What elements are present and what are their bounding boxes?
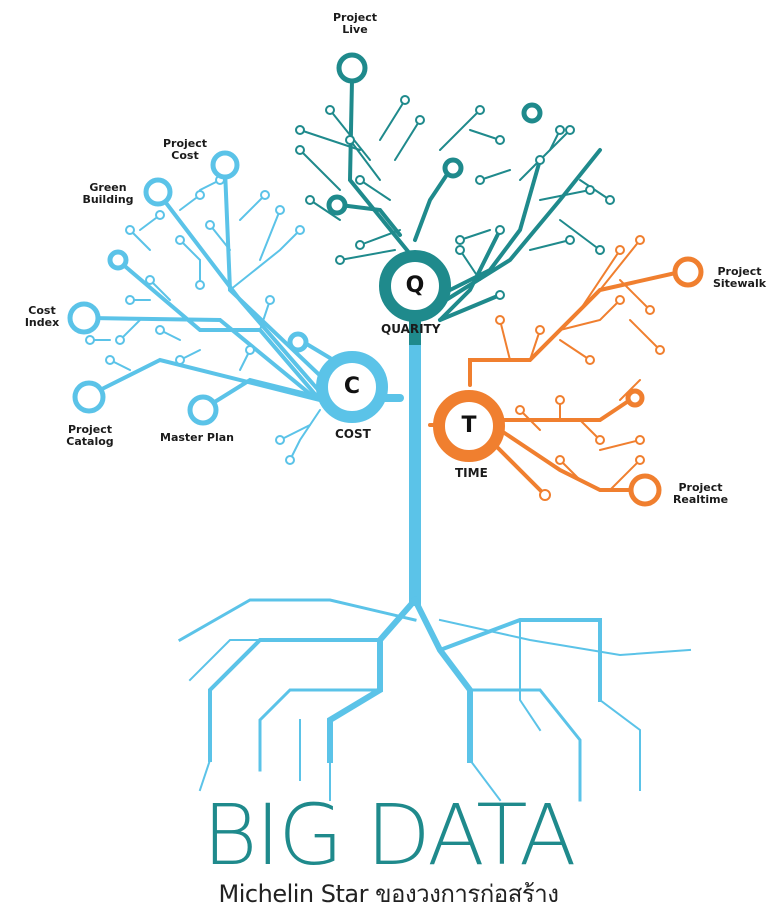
quality-node-ring [379,250,451,322]
cost-node-ring [316,351,388,423]
label-project-cost: Project Cost [162,137,208,162]
label-master-plan: Master Plan [160,431,234,444]
cost-branches [88,168,404,461]
cost-leaf-nodes [67,150,309,426]
time-node-name: TIME [455,466,488,480]
quality-leaf-nodes [326,52,543,216]
cost-twigs [85,175,305,465]
title: BIG DATA [202,786,577,884]
cost-node-letter: C [343,374,361,399]
subtitle: Michelin Star ของวงการก่อสร้าง [218,880,559,908]
cost-node-name: COST [335,427,371,441]
time-leaf-nodes [625,256,704,507]
label-green-building: Green Building [82,181,134,206]
quality-node-name: QUARITY [381,322,441,336]
roots [177,334,692,802]
time-node-letter: T [461,413,477,438]
time-node-ring [433,390,505,462]
label-project-realtime: Project Realtime [672,481,729,506]
quality-twigs [295,95,615,300]
label-project-catalog: Project Catalog [66,423,114,448]
label-project-live: Project Live [332,11,378,36]
label-cost-index: Cost Index [24,304,60,329]
quality-node-letter: Q [405,273,425,298]
label-project-sitewalk: Project Sitewalk [712,265,767,290]
time-twigs [495,235,665,501]
main-nodes [316,250,505,462]
